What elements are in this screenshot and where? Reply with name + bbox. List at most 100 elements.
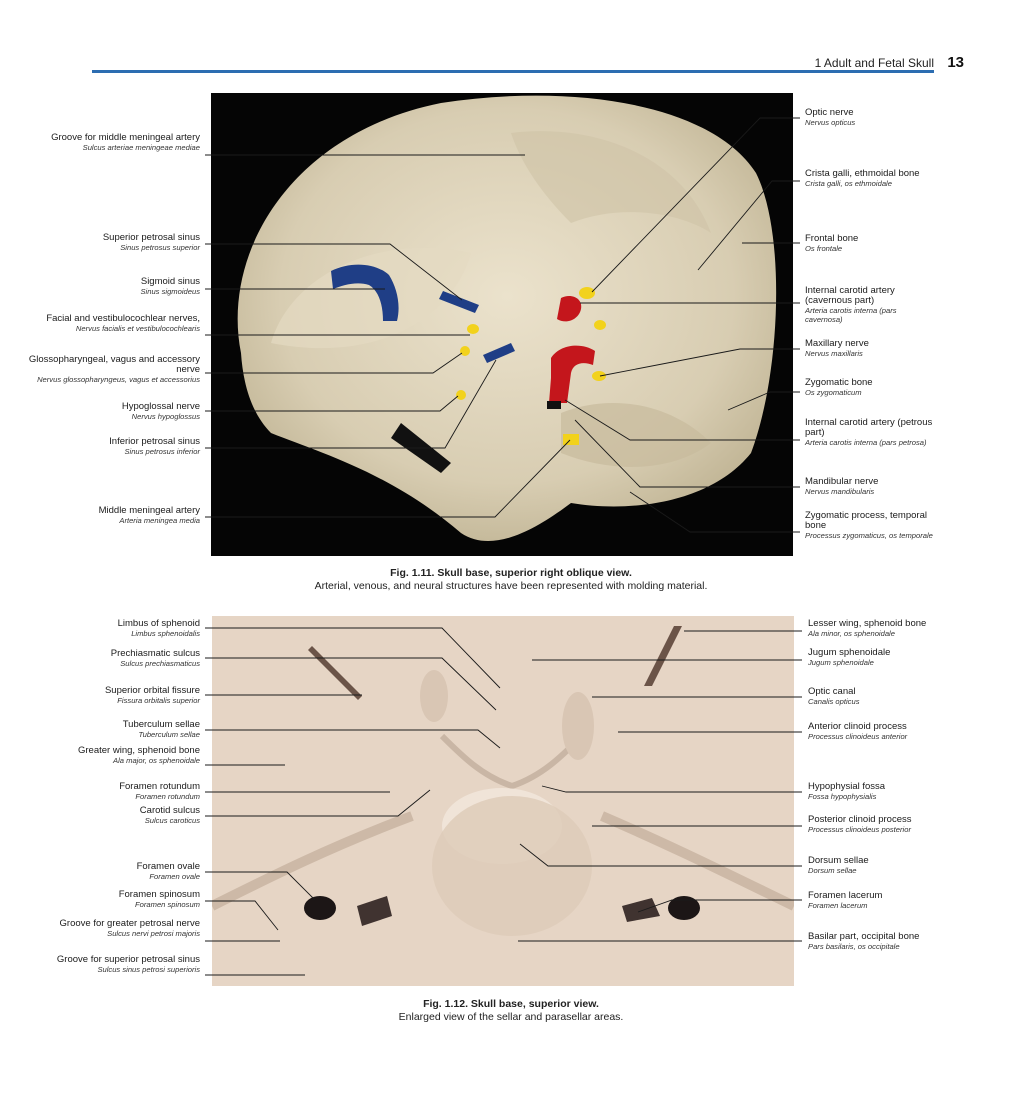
label-la: Arteria carotis interna (pars cavernosa) — [805, 306, 897, 324]
label-groove-superior-petrosal-sinus: Groove for superior petrosal sinus Sulcu… — [10, 955, 200, 975]
label-en: Posterior clinoid process — [808, 814, 912, 825]
label-mandibular-nerve: Mandibular nerve Nervus mandibularis — [805, 476, 995, 497]
skull-base-oblique-photo — [211, 93, 793, 556]
label-anterior-clinoid-process: Anterior clinoid process Processus clino… — [808, 721, 998, 742]
label-la: Foramen ovale — [149, 872, 200, 881]
label-la: Sulcus nervi petrosi majoris — [107, 929, 200, 938]
label-en: Facial and vestibulocochlear nerves, — [46, 313, 200, 324]
label-en: Greater wing, sphenoid bone — [78, 745, 200, 756]
label-la: Foramen lacerum — [808, 901, 868, 910]
label-en: Hypoglossal nerve — [121, 401, 200, 412]
label-en: Internal carotid artery (cavernous part) — [805, 285, 895, 306]
label-en: Zygomatic process, temporal bone — [805, 510, 927, 531]
label-en: Groove for middle meningeal artery — [51, 132, 200, 143]
label-basilar-part-occipital: Basilar part, occipital bone Pars basila… — [808, 931, 998, 952]
label-en: Prechiasmatic sulcus — [110, 648, 200, 659]
label-la: Sulcus prechiasmaticus — [120, 659, 200, 668]
label-en: Superior petrosal sinus — [102, 232, 200, 243]
label-middle-meningeal-artery: Middle meningeal artery Arteria meningea… — [10, 505, 200, 526]
label-la: Nervus facialis et vestibulocochlearis — [75, 324, 200, 333]
label-la: Sulcus sinus petrosi superioris — [97, 965, 200, 974]
label-superior-orbital-fissure: Superior orbital fissure Fissura orbital… — [10, 685, 200, 706]
label-sigmoid-sinus: Sigmoid sinus Sinus sigmoideus — [10, 276, 200, 297]
label-prechiasmatic-sulcus: Prechiasmatic sulcus Sulcus prechiasmati… — [10, 648, 200, 669]
label-la: Os frontale — [805, 244, 843, 253]
label-la: Fossa hypophysialis — [808, 792, 877, 801]
label-crista-galli: Crista galli, ethmoidal bone Crista gall… — [805, 169, 995, 189]
label-en: Carotid sulcus — [139, 805, 200, 816]
label-la: Sinus petrosus inferior — [124, 447, 200, 456]
label-ica-cavernous: Internal carotid artery (cavernous part)… — [805, 285, 935, 325]
label-maxillary-nerve: Maxillary nerve Nervus maxillaris — [805, 339, 995, 359]
label-la: Os zygomaticum — [805, 388, 862, 397]
page-number: 13 — [947, 54, 964, 71]
label-lesser-wing-sphenoid: Lesser wing, sphenoid bone Ala minor, os… — [808, 618, 998, 639]
label-la: Arteria carotis interna (pars petrosa) — [805, 438, 927, 447]
label-en: Glossopharyngeal, vagus and accessory ne… — [28, 354, 200, 375]
label-la: Nervus mandibularis — [805, 487, 875, 496]
label-foramen-rotundum: Foramen rotundum Foramen rotundum — [10, 781, 200, 802]
label-la: Dorsum sellae — [808, 866, 857, 875]
label-en: Optic nerve — [805, 107, 854, 118]
label-en: Frontal bone — [805, 233, 859, 244]
label-en: Foramen ovale — [136, 861, 200, 872]
label-carotid-sulcus: Carotid sulcus Sulcus caroticus — [10, 805, 200, 826]
label-en: Middle meningeal artery — [98, 505, 200, 516]
sellar-region-photo — [212, 616, 794, 986]
label-la: Sinus petrosus superior — [120, 243, 200, 252]
label-en: Tuberculum sellae — [122, 719, 200, 730]
label-en: Dorsum sellae — [808, 855, 869, 866]
label-la: Foramen rotundum — [135, 792, 200, 801]
label-la: Nervus hypoglossus — [131, 412, 200, 421]
label-facial-vestibulocochlear-nerves: Facial and vestibulocochlear nerves, Ner… — [10, 313, 200, 334]
label-en: Mandibular nerve — [805, 476, 879, 487]
running-head: 1 Adult and Fetal Skull — [814, 56, 934, 70]
label-ica-petrous: Internal carotid artery (petrous part) A… — [805, 417, 935, 448]
label-en: Jugum sphenoidale — [808, 647, 891, 658]
label-en: Sigmoid sinus — [140, 276, 200, 287]
label-zygomatic-process-temporal: Zygomatic process, temporal bone Process… — [805, 510, 940, 541]
label-en: Hypophysial fossa — [808, 781, 886, 792]
label-en: Lesser wing, sphenoid bone — [808, 618, 927, 629]
label-en: Foramen lacerum — [808, 890, 883, 901]
label-optic-nerve: Optic nerve Nervus opticus — [805, 107, 995, 128]
label-en: Groove for greater petrosal nerve — [59, 918, 200, 929]
label-la: Nervus opticus — [805, 118, 856, 127]
label-en: Inferior petrosal sinus — [109, 436, 200, 447]
label-la: Arteria meningea media — [119, 516, 200, 525]
label-en: Superior orbital fissure — [104, 685, 200, 696]
figure1-caption-title: Fig. 1.11. Skull base, superior right ob… — [390, 567, 632, 579]
label-dorsum-sellae: Dorsum sellae Dorsum sellae — [808, 855, 998, 876]
label-la: Canalis opticus — [808, 697, 860, 706]
label-tuberculum-sellae: Tuberculum sellae Tuberculum sellae — [10, 719, 200, 740]
label-foramen-ovale: Foramen ovale Foramen ovale — [10, 861, 200, 882]
label-foramen-lacerum: Foramen lacerum Foramen lacerum — [808, 890, 998, 911]
label-la: Processus zygomaticus, os temporale — [805, 531, 933, 540]
label-superior-petrosal-sinus: Superior petrosal sinus Sinus petrosus s… — [10, 232, 200, 253]
label-la: Sulcus arteriae meningeae mediae — [82, 143, 200, 152]
figure2-caption: Fig. 1.12. Skull base, superior view. En… — [0, 998, 1022, 1024]
label-la: Sinus sigmoideus — [140, 287, 200, 296]
label-en: Anterior clinoid process — [808, 721, 907, 732]
label-en: Optic canal — [808, 686, 856, 697]
label-la: Processus clinoideus posterior — [808, 825, 911, 834]
label-zygomatic-bone: Zygomatic bone Os zygomaticum — [805, 378, 995, 398]
label-inferior-petrosal-sinus: Inferior petrosal sinus Sinus petrosus i… — [10, 436, 200, 457]
label-hypophysial-fossa: Hypophysial fossa Fossa hypophysialis — [808, 781, 998, 802]
label-groove-greater-petrosal-nerve: Groove for greater petrosal nerve Sulcus… — [10, 918, 200, 939]
figure2-caption-title: Fig. 1.12. Skull base, superior view. — [423, 998, 599, 1010]
label-la: Jugum sphenoidale — [808, 658, 874, 667]
label-la: Nervus maxillaris — [805, 349, 863, 358]
label-la: Nervus glossopharyngeus, vagus et access… — [37, 375, 200, 384]
label-frontal-bone: Frontal bone Os frontale — [805, 233, 995, 254]
label-la: Foramen spinosum — [135, 900, 200, 909]
header-rule — [92, 70, 934, 73]
label-en: Basilar part, occipital bone — [808, 931, 920, 942]
label-la: Ala minor, os sphenoidale — [808, 629, 895, 638]
label-la: Processus clinoideus anterior — [808, 732, 908, 741]
label-foramen-spinosum: Foramen spinosum Foramen spinosum — [10, 890, 200, 910]
label-glossopharyngeal-vagus-accessory: Glossopharyngeal, vagus and accessory ne… — [10, 354, 200, 385]
label-en: Foramen rotundum — [119, 781, 200, 792]
label-optic-canal: Optic canal Canalis opticus — [808, 686, 998, 707]
label-en: Internal carotid artery (petrous part) — [805, 417, 933, 438]
